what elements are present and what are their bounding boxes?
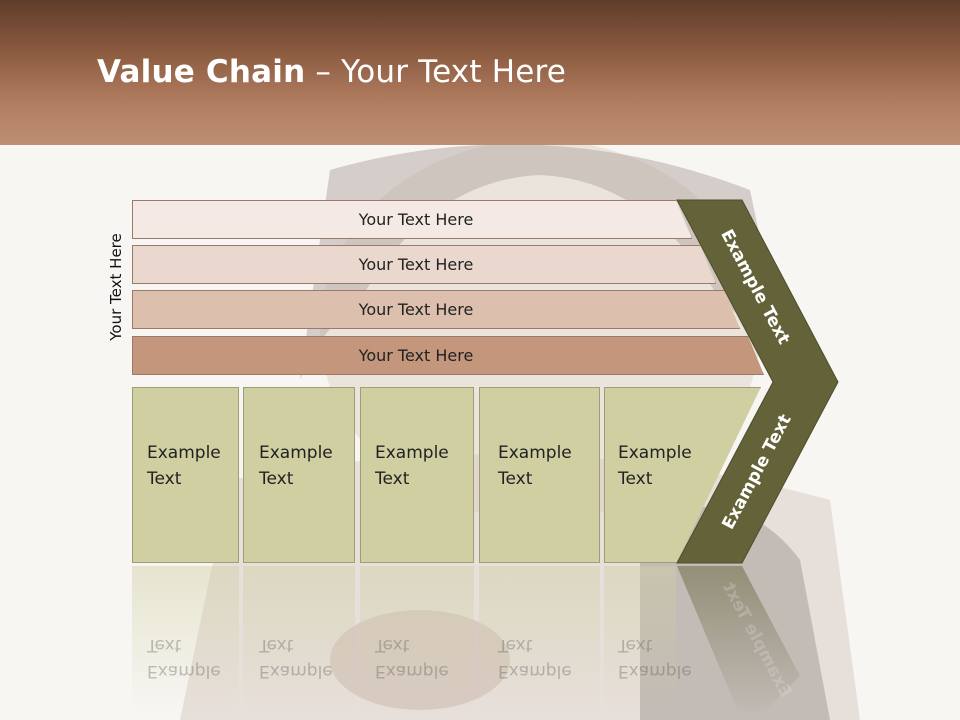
reflection-1 xyxy=(132,566,239,716)
chevron-shape xyxy=(676,199,839,564)
header-banner xyxy=(0,0,960,145)
bar-3 xyxy=(132,290,740,329)
box-5-line1: Example xyxy=(618,443,692,463)
box-1-line2: Text xyxy=(147,469,182,489)
slide-title: Value Chain – Your Text Here xyxy=(97,54,566,90)
reflection-3 xyxy=(360,566,474,716)
reflection-2 xyxy=(243,566,355,716)
bar-4-label: Your Text Here xyxy=(358,346,474,365)
bar-3-label: Your Text Here xyxy=(358,300,474,319)
box-2-line1: Example xyxy=(259,443,333,463)
box-2-line2: Text xyxy=(259,469,294,489)
box-1-line1: Example xyxy=(147,443,221,463)
chevron-reflection xyxy=(677,566,800,716)
box-3 xyxy=(360,387,474,563)
title-rest: – Your Text Here xyxy=(305,54,567,90)
box-5-line2: Text xyxy=(618,469,653,489)
bar-2-label: Your Text Here xyxy=(358,255,474,274)
bar-2 xyxy=(132,245,716,284)
box-4-line2: Text xyxy=(498,469,533,489)
box-3-line2: Text xyxy=(375,469,410,489)
box-4 xyxy=(479,387,600,563)
box-4-line1: Example xyxy=(498,443,572,463)
bar-1-label: Your Text Here xyxy=(358,210,474,229)
bar-1 xyxy=(132,200,692,239)
box-2 xyxy=(243,387,355,563)
reflection-5 xyxy=(604,566,676,716)
title-bold: Value Chain xyxy=(97,54,306,90)
reflection-4 xyxy=(479,566,600,716)
box-1 xyxy=(132,387,239,563)
box-3-line1: Example xyxy=(375,443,449,463)
